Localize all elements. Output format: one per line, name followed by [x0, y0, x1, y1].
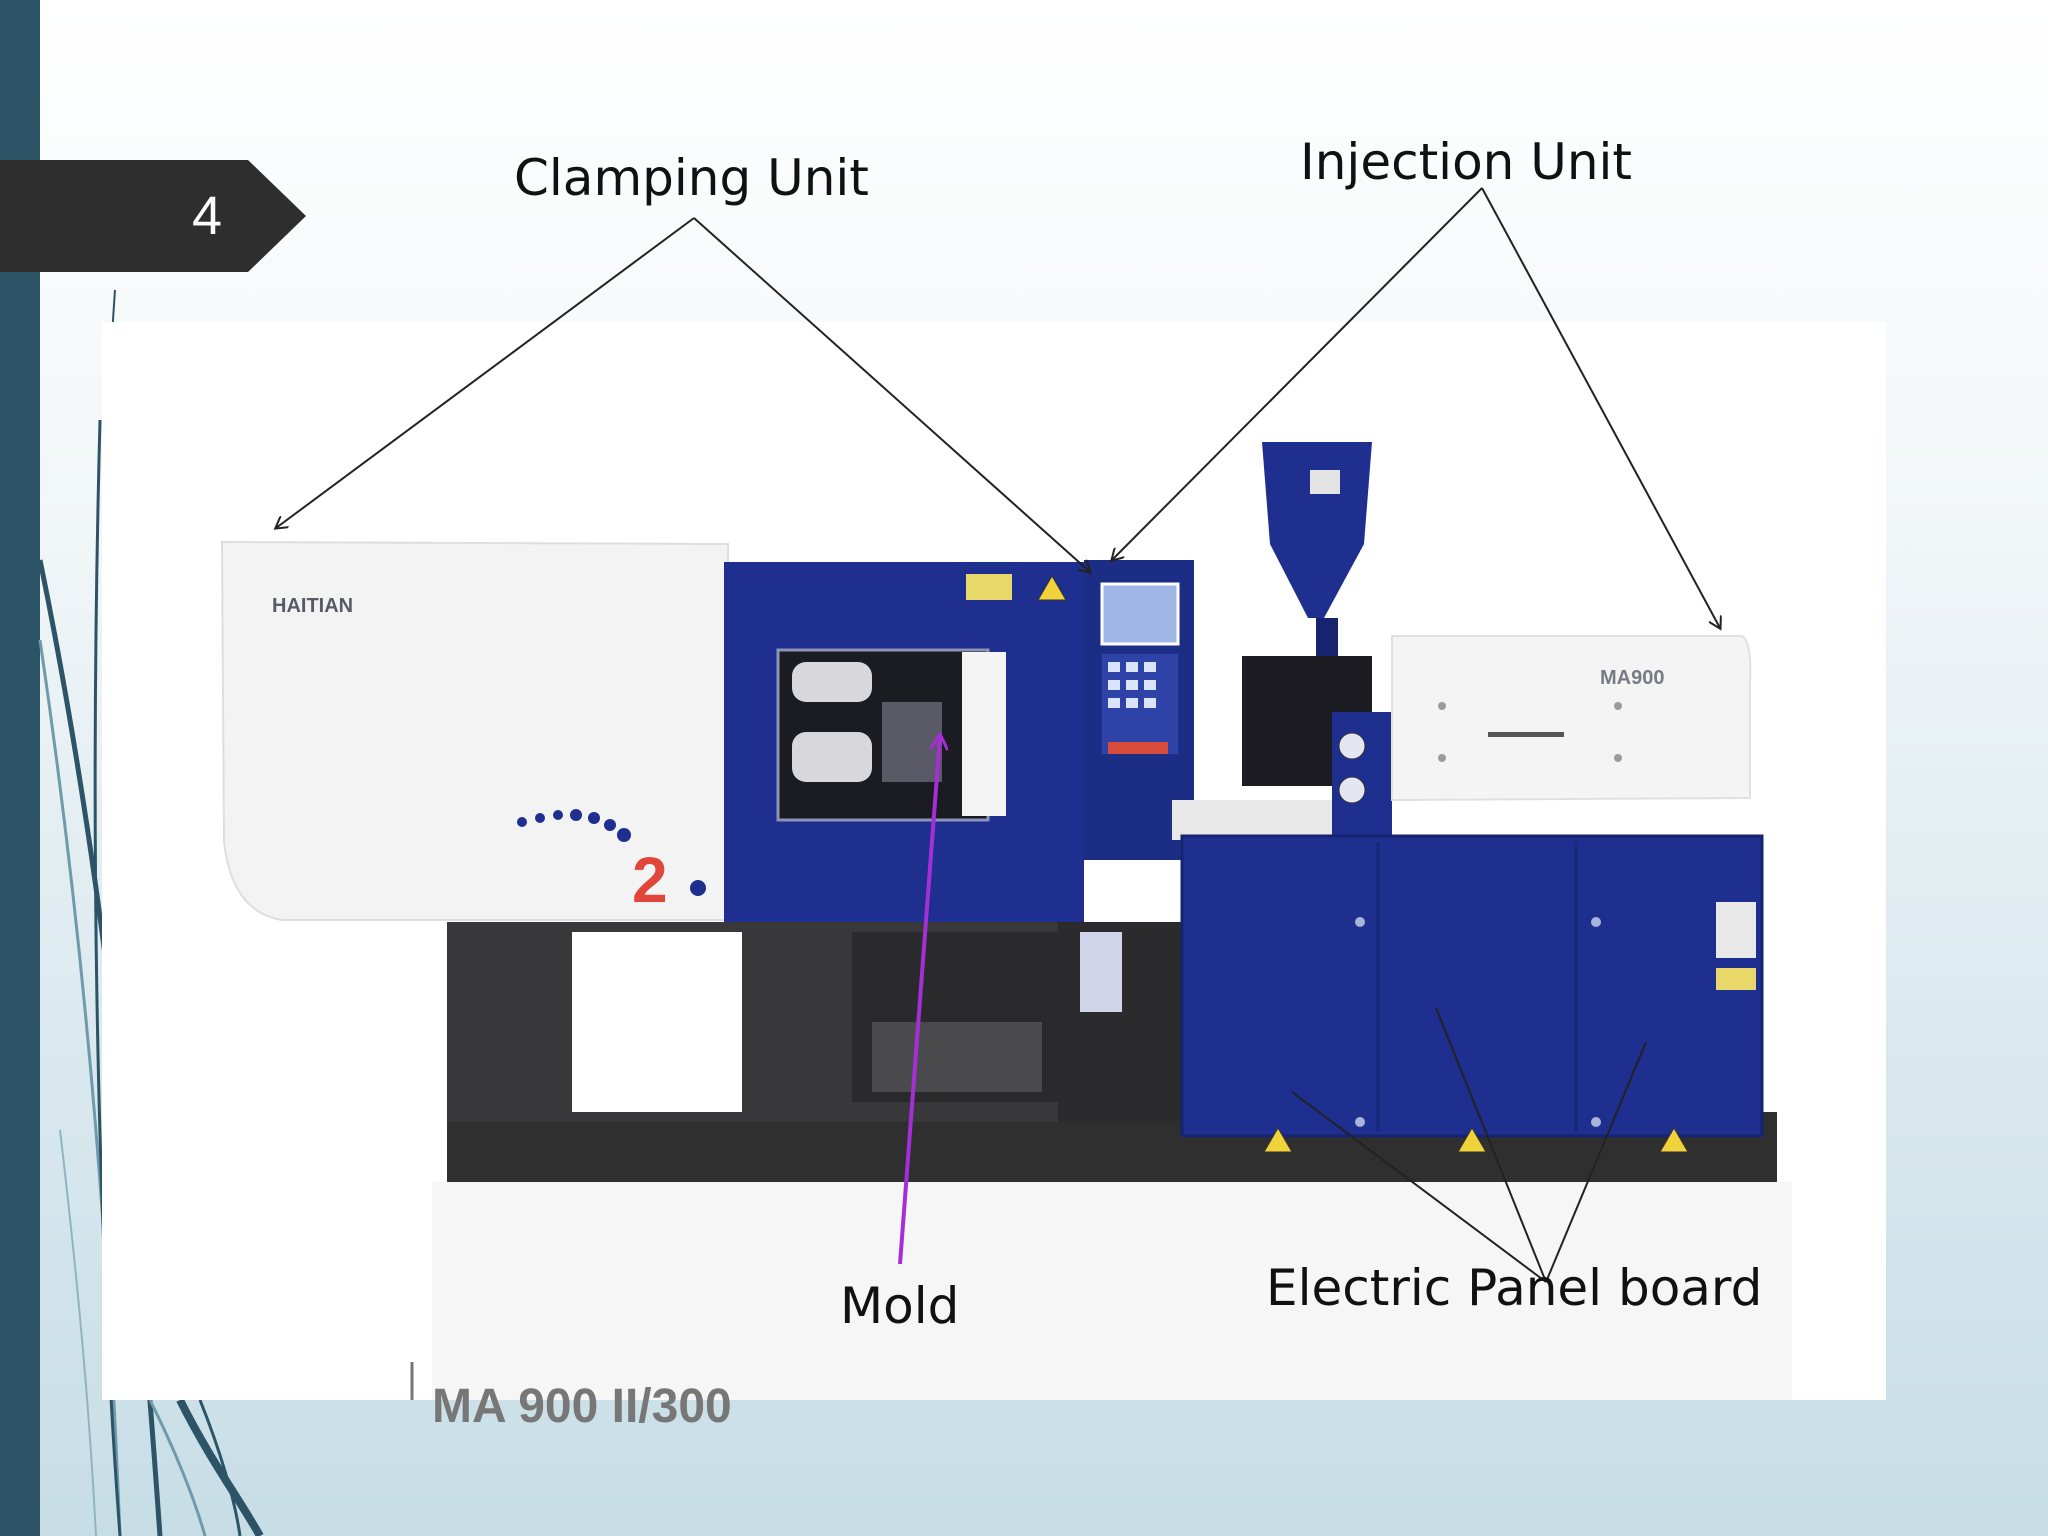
warning-triangle-3 — [1457, 1127, 1487, 1153]
warning-label — [966, 574, 1012, 600]
cabinet-label-1 — [1716, 902, 1756, 958]
injection-arrow-right — [1481, 187, 1720, 628]
warning-triangle-1 — [1037, 575, 1067, 601]
cabinet-label-2 — [1716, 968, 1756, 990]
control-buttons-red — [1108, 742, 1168, 754]
panel-line-1 — [1291, 1091, 1547, 1283]
safety-door-panel — [962, 652, 1006, 816]
injection-arrow-left — [1112, 187, 1483, 560]
warning-triangle-4 — [1659, 1127, 1689, 1153]
page-number: 4 — [192, 186, 223, 246]
mold-part-2 — [792, 732, 872, 782]
hopper-label — [1310, 470, 1340, 494]
model-caption: MA 900 II/300 — [432, 1380, 732, 1433]
injection-molding-machine-illustration: HAITIAN 2 — [220, 442, 1792, 1433]
panel-line-3 — [1545, 1041, 1647, 1283]
clamp-white-guard — [220, 540, 729, 921]
clamp-arrow-left — [276, 217, 695, 528]
mold-label: Mold — [840, 1277, 960, 1335]
mold-arrow — [898, 736, 940, 1265]
keypad-keys — [1108, 662, 1156, 708]
cabinet-screws — [1355, 917, 1601, 1127]
hopper-neck — [1316, 618, 1338, 658]
barrel-cover — [1172, 800, 1332, 840]
machine-photo: HAITIAN 2 — [102, 322, 1886, 1433]
injection-white-cover — [1391, 635, 1752, 802]
generation-mark: 2 — [632, 844, 668, 916]
hopper — [1262, 442, 1372, 618]
base-opening-left — [572, 932, 742, 1112]
pressure-gauge-1 — [1338, 732, 1366, 760]
clamping-unit-label: Clamping Unit — [514, 149, 869, 207]
cover-handle — [1488, 732, 1564, 737]
clamp-arrow-right — [693, 217, 1090, 572]
injection-unit-label: Injection Unit — [1300, 133, 1633, 191]
mold-part-1 — [792, 662, 872, 702]
cover-bolts — [1438, 702, 1622, 762]
model-badge: MA900 — [1600, 667, 1664, 689]
electric-panel-label: Electric Panel board — [1266, 1259, 1763, 1317]
pressure-gauge-2 — [1338, 776, 1366, 804]
dot-pattern — [517, 809, 706, 896]
panel-line-2 — [1435, 1007, 1547, 1283]
control-screen — [1100, 582, 1180, 646]
page-number-tag — [0, 160, 306, 272]
warning-triangle-2 — [1263, 1127, 1293, 1153]
floor-reflection — [432, 1182, 1792, 1400]
brand-logo: HAITIAN — [272, 595, 353, 617]
pedestal-label — [1080, 932, 1122, 1012]
electric-panel-cabinet — [1180, 834, 1764, 1138]
